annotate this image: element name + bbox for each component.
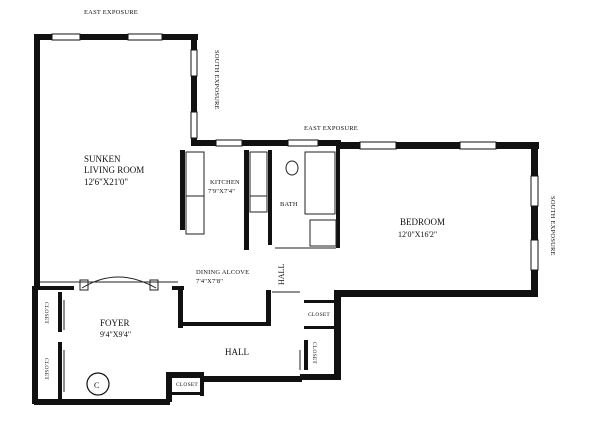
dining-name: DINING ALCOVE (196, 269, 249, 276)
closet-right-bottom: CLOSET (311, 342, 317, 364)
bedroom-size: 12'0"X16'2" (398, 230, 437, 239)
closet-bottom-center: CLOSET (176, 382, 198, 388)
kitchen-size: 7'9"X7'4" (208, 188, 235, 195)
fixtures (40, 151, 337, 392)
bath-name: BATH (280, 201, 298, 208)
walls (32, 34, 539, 405)
exposure-upper-right-label: SOUTH EXPOSURE (213, 50, 220, 110)
kitchen-name: KITCHEN (210, 179, 240, 186)
foyer-name: FOYER (100, 318, 130, 328)
center-marker-label: C (94, 381, 99, 390)
center-marker (86, 372, 110, 396)
closet-right-top: CLOSET (308, 312, 330, 318)
bedroom-name: BEDROOM (400, 217, 445, 227)
living-room-name-1: SUNKEN (84, 154, 121, 164)
dining-size: 7'4"X7'8" (196, 278, 223, 285)
closet-foyer-left-top: CLOSET (43, 302, 49, 324)
living-room-name-2: LIVING ROOM (84, 165, 144, 175)
exposure-right-label: SOUTH EXPOSURE (549, 196, 556, 256)
exposure-top-label: EAST EXPOSURE (84, 9, 138, 16)
windows (51, 33, 539, 271)
living-room-size: 12'6"X21'0" (84, 177, 128, 187)
closet-foyer-left-bottom: CLOSET (43, 358, 49, 380)
foyer-size: 9'4"X9'4" (100, 330, 131, 339)
hall-main-label: HALL (225, 347, 249, 357)
hall-vertical-label: HALL (277, 264, 286, 285)
exposure-middle-label: EAST EXPOSURE (304, 125, 358, 132)
